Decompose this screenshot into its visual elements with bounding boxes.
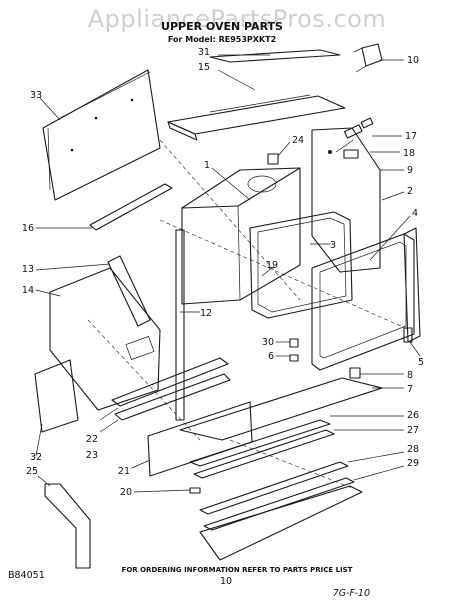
part-25-corner-bracket — [44, 483, 91, 569]
callout-17: 17 — [405, 131, 417, 142]
callout-2: 2 — [407, 186, 413, 197]
diagram-title: UPPER OVEN PARTS — [161, 20, 283, 33]
bottom-kick-panel — [199, 485, 363, 561]
callout-9: 9 — [407, 165, 413, 176]
callout-14: 14 — [22, 285, 34, 296]
callout-7: 7 — [407, 384, 413, 395]
callout-15: 15 — [198, 62, 210, 73]
callout-leaders — [35, 54, 421, 493]
footer-ordering-note: FOR ORDERING INFORMATION REFER TO PARTS … — [122, 566, 353, 574]
callout-19: 19 — [266, 260, 278, 271]
part-9-side-panel — [311, 127, 381, 273]
part-32-side-cover — [34, 359, 79, 433]
callout-4: 4 — [412, 208, 418, 219]
callout-26: 26 — [407, 410, 419, 421]
part-10-bracket — [353, 43, 383, 73]
part-31-top-trim-strip — [209, 49, 341, 63]
callout-5: 5 — [418, 357, 424, 368]
callout-28: 28 — [407, 444, 419, 455]
watermark-text: AppliancePartsPros.com — [88, 5, 386, 33]
callout-10: 10 — [407, 55, 419, 66]
footer-code: B84051 — [8, 570, 45, 581]
part-16-bracket-rail — [89, 183, 173, 231]
part-33-rear-panel — [42, 69, 161, 201]
part-5-8-latch-hardware — [349, 327, 413, 379]
callout-18: 18 — [403, 148, 415, 159]
part-26-27-28-29-rails — [189, 419, 355, 531]
part-17-18-sensor-connector — [335, 117, 374, 153]
callout-25: 25 — [26, 466, 38, 477]
part-20-screw — [189, 487, 201, 494]
part-24-clip — [267, 153, 279, 165]
callout-21: 21 — [118, 466, 130, 477]
part-4-side-trim — [403, 227, 421, 343]
callout-27: 27 — [407, 425, 419, 436]
callout-16: 16 — [22, 223, 34, 234]
callout-29: 29 — [407, 458, 419, 469]
callout-22: 22 — [86, 434, 98, 445]
part-12-vertical-rail — [175, 229, 185, 421]
callout-31: 31 — [198, 47, 210, 58]
callout-24: 24 — [292, 135, 304, 146]
callout-30: 30 — [262, 337, 274, 348]
callout-32: 32 — [30, 452, 42, 463]
part-1-oven-liner — [181, 167, 301, 305]
callout-13: 13 — [22, 264, 34, 275]
callout-8: 8 — [407, 370, 413, 381]
callout-labels: 31 15 10 33 17 18 24 9 1 2 4 16 3 19 13 … — [22, 47, 424, 498]
callout-6: 6 — [268, 351, 274, 362]
callout-20: 20 — [120, 487, 132, 498]
callout-33: 33 — [30, 90, 42, 101]
footer-handwritten-date: 7G-F-10 — [333, 588, 370, 599]
part-30-6-small-clips — [289, 338, 299, 362]
part-15-top-panel — [167, 94, 346, 141]
callout-23: 23 — [86, 450, 98, 461]
model-number: For Model: RE953PXKT2 — [168, 35, 276, 44]
callout-1: 1 — [204, 160, 210, 171]
callout-3: 3 — [330, 240, 336, 251]
part-21-22-23-lower-panels — [111, 357, 253, 477]
part-2-front-frame — [311, 233, 415, 371]
part-13-vent-channel — [107, 255, 151, 327]
callout-12: 12 — [200, 308, 212, 319]
part-14-side-panel — [49, 267, 161, 411]
footer-page-number: 10 — [220, 576, 232, 587]
part-3-door-gasket — [249, 211, 353, 319]
